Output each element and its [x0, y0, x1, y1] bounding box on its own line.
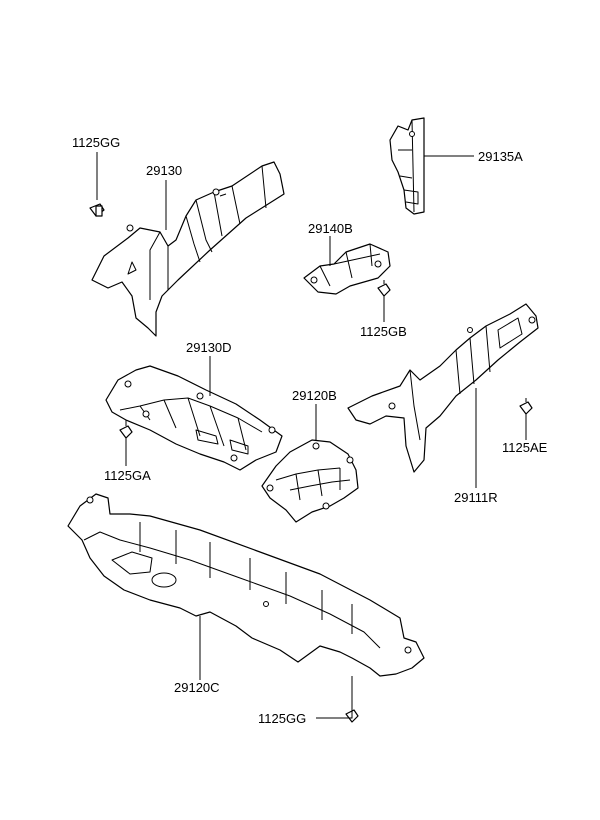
bolt-1125ae — [519, 398, 533, 415]
leader-lines — [96, 152, 527, 719]
label-1125ae: 1125AE — [502, 440, 548, 455]
label-29130d: 29130D — [186, 340, 232, 355]
part-29140b — [303, 243, 391, 295]
label-1125gg-top: 1125GG — [72, 135, 120, 150]
label-29130: 29130 — [146, 163, 182, 178]
part-29135a — [389, 117, 425, 215]
label-29120c: 29120C — [174, 680, 220, 695]
bolt-1125gg-top — [89, 203, 105, 217]
part-29111r — [347, 303, 539, 473]
label-1125gb: 1125GB — [360, 324, 407, 339]
label-1125ga: 1125GA — [104, 468, 151, 483]
part-29120b — [261, 439, 359, 523]
label-29140b: 29140B — [308, 221, 353, 236]
part-29130d — [105, 365, 283, 471]
labels: 1125GG 29130 29135A 29140B 1125GB 29130D… — [72, 135, 548, 726]
label-29135a: 29135A — [478, 149, 523, 164]
label-1125gg-bottom: 1125GG — [258, 711, 306, 726]
label-29120b: 29120B — [292, 388, 337, 403]
label-29111r: 29111R — [454, 490, 498, 505]
bolt-1125ga — [119, 420, 133, 439]
bolt-1125gb — [377, 280, 391, 297]
part-29130 — [91, 161, 285, 337]
leader-1125gg-bottom — [316, 676, 353, 719]
part-29120c — [67, 493, 425, 677]
